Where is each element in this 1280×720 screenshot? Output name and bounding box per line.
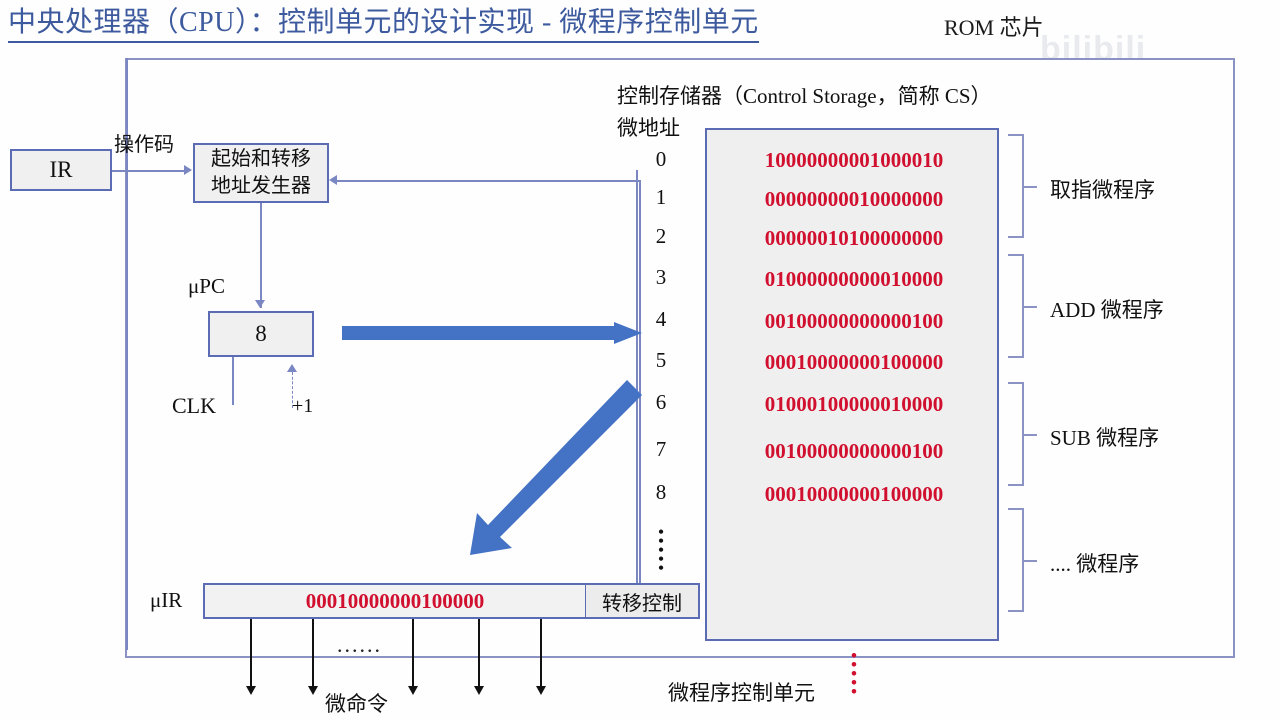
micro-address-value: 0 (655, 147, 667, 171)
uir-value: 00010000000100000 (305, 588, 485, 613)
wire-left-trunk (126, 58, 128, 650)
microinstruction-word: 00010000000100000 (764, 482, 944, 506)
divider-address-column (636, 170, 638, 585)
wire-increment-dashed (292, 372, 293, 408)
micro-command-arrowhead (246, 686, 256, 695)
microinstruction-word: 01000000000010000 (764, 267, 944, 291)
microinstruction-word: 01000100000010000 (764, 392, 944, 416)
micro-command-arrowhead (474, 686, 484, 695)
micro-address-value: 7 (655, 437, 667, 461)
micro-command-line (312, 619, 314, 686)
clk-label: CLK (172, 393, 216, 418)
group-label-add: ADD 微程序 (1050, 298, 1164, 322)
uir-label: μIR (150, 588, 183, 612)
micro-address-header: 微地址 (617, 116, 680, 140)
micro-address-value: 5 (655, 348, 667, 372)
group-label-other: .... 微程序 (1050, 552, 1140, 576)
micro-address-value: 8 (655, 480, 667, 504)
group-tick-add (1024, 306, 1037, 308)
micro-address-value: 6 (655, 390, 667, 414)
page-title: 中央处理器（CPU）：控制单元的设计实现 - 微程序控制单元 (8, 6, 759, 43)
microinstruction-word: 00000000010000000 (764, 187, 944, 211)
micro-command-label: 微命令 (325, 692, 388, 716)
group-bracket-sub (1008, 382, 1024, 486)
uir-branch-control-field[interactable]: 转移控制 (585, 585, 698, 617)
control-storage-box[interactable]: 10000000001000010 00000000010000000 0000… (705, 128, 999, 700)
group-tick-fetch (1024, 186, 1037, 188)
micro-address-value: 4 (655, 307, 667, 331)
wire-generator-to-upc (260, 203, 262, 308)
wire-ir-to-generator (112, 170, 184, 172)
micro-address-value: 3 (655, 265, 667, 289)
micro-address-value: 2 (655, 224, 667, 248)
wire-upc-clk-stem (232, 357, 234, 405)
micro-command-dots: ...... (337, 632, 382, 657)
group-label-fetch: 取指微程序 (1050, 178, 1155, 202)
microinstruction-word: 00100000000000100 (764, 309, 944, 333)
arrowhead-increment (287, 364, 297, 372)
uir-register-box[interactable]: 00010000000100000 转移控制 (203, 583, 700, 619)
upc-register-box[interactable]: 8 (208, 311, 314, 357)
upc-to-storage-arrow (342, 322, 642, 344)
arrowhead-ir-to-generator (184, 165, 192, 175)
microinstruction-word: 00000010100000000 (764, 226, 944, 250)
control-storage-title: 控制存储器（Control Storage，简称 CS） (617, 84, 992, 108)
microinstruction-word: 00100000000000100 (764, 439, 944, 463)
micro-command-line (412, 619, 414, 686)
micro-command-line (478, 619, 480, 686)
bilibili-watermark: bilibili (1040, 30, 1147, 68)
microinstruction-word: 10000000001000010 (764, 148, 944, 172)
upc-value: 8 (255, 321, 267, 346)
group-tick-other (1024, 560, 1037, 562)
group-bracket-add (1008, 254, 1024, 358)
group-tick-sub (1024, 434, 1037, 436)
ir-register-label: IR (49, 157, 73, 182)
increment-label: +1 (292, 395, 314, 417)
ir-register-box[interactable]: IR (10, 149, 112, 191)
micro-command-arrowhead (536, 686, 546, 695)
group-bracket-other (1008, 508, 1024, 612)
group-bracket-fetch (1008, 134, 1024, 238)
microinstruction-word: 00010000000100000 (764, 350, 944, 374)
micro-command-line (540, 619, 542, 686)
micro-address-value: 1 (655, 185, 667, 209)
arrowhead-branch-to-generator (329, 175, 337, 185)
group-label-sub: SUB 微程序 (1050, 426, 1160, 450)
micro-command-arrowhead (408, 686, 418, 695)
address-ellipsis: ••••• (658, 524, 664, 577)
rom-chip-label: ROM 芯片 (944, 15, 1044, 40)
micro-command-arrowhead (308, 686, 318, 695)
opcode-label: 操作码 (114, 134, 174, 156)
microinstruction-ellipsis: ••••• (851, 646, 857, 701)
wire-branch-to-generator (337, 180, 640, 182)
address-generator-line1: 起始和转移 (211, 148, 311, 170)
address-generator-box[interactable]: 起始和转移 地址发生器 (193, 143, 329, 203)
micro-command-line (250, 619, 252, 686)
arrowhead-generator-to-upc (255, 300, 265, 308)
unit-caption: 微程序控制单元 (668, 681, 815, 705)
address-generator-line2: 地址发生器 (211, 175, 311, 197)
wire-branch-up (639, 180, 641, 583)
storage-to-uir-arrow (470, 380, 642, 555)
upc-label: μPC (188, 274, 225, 298)
